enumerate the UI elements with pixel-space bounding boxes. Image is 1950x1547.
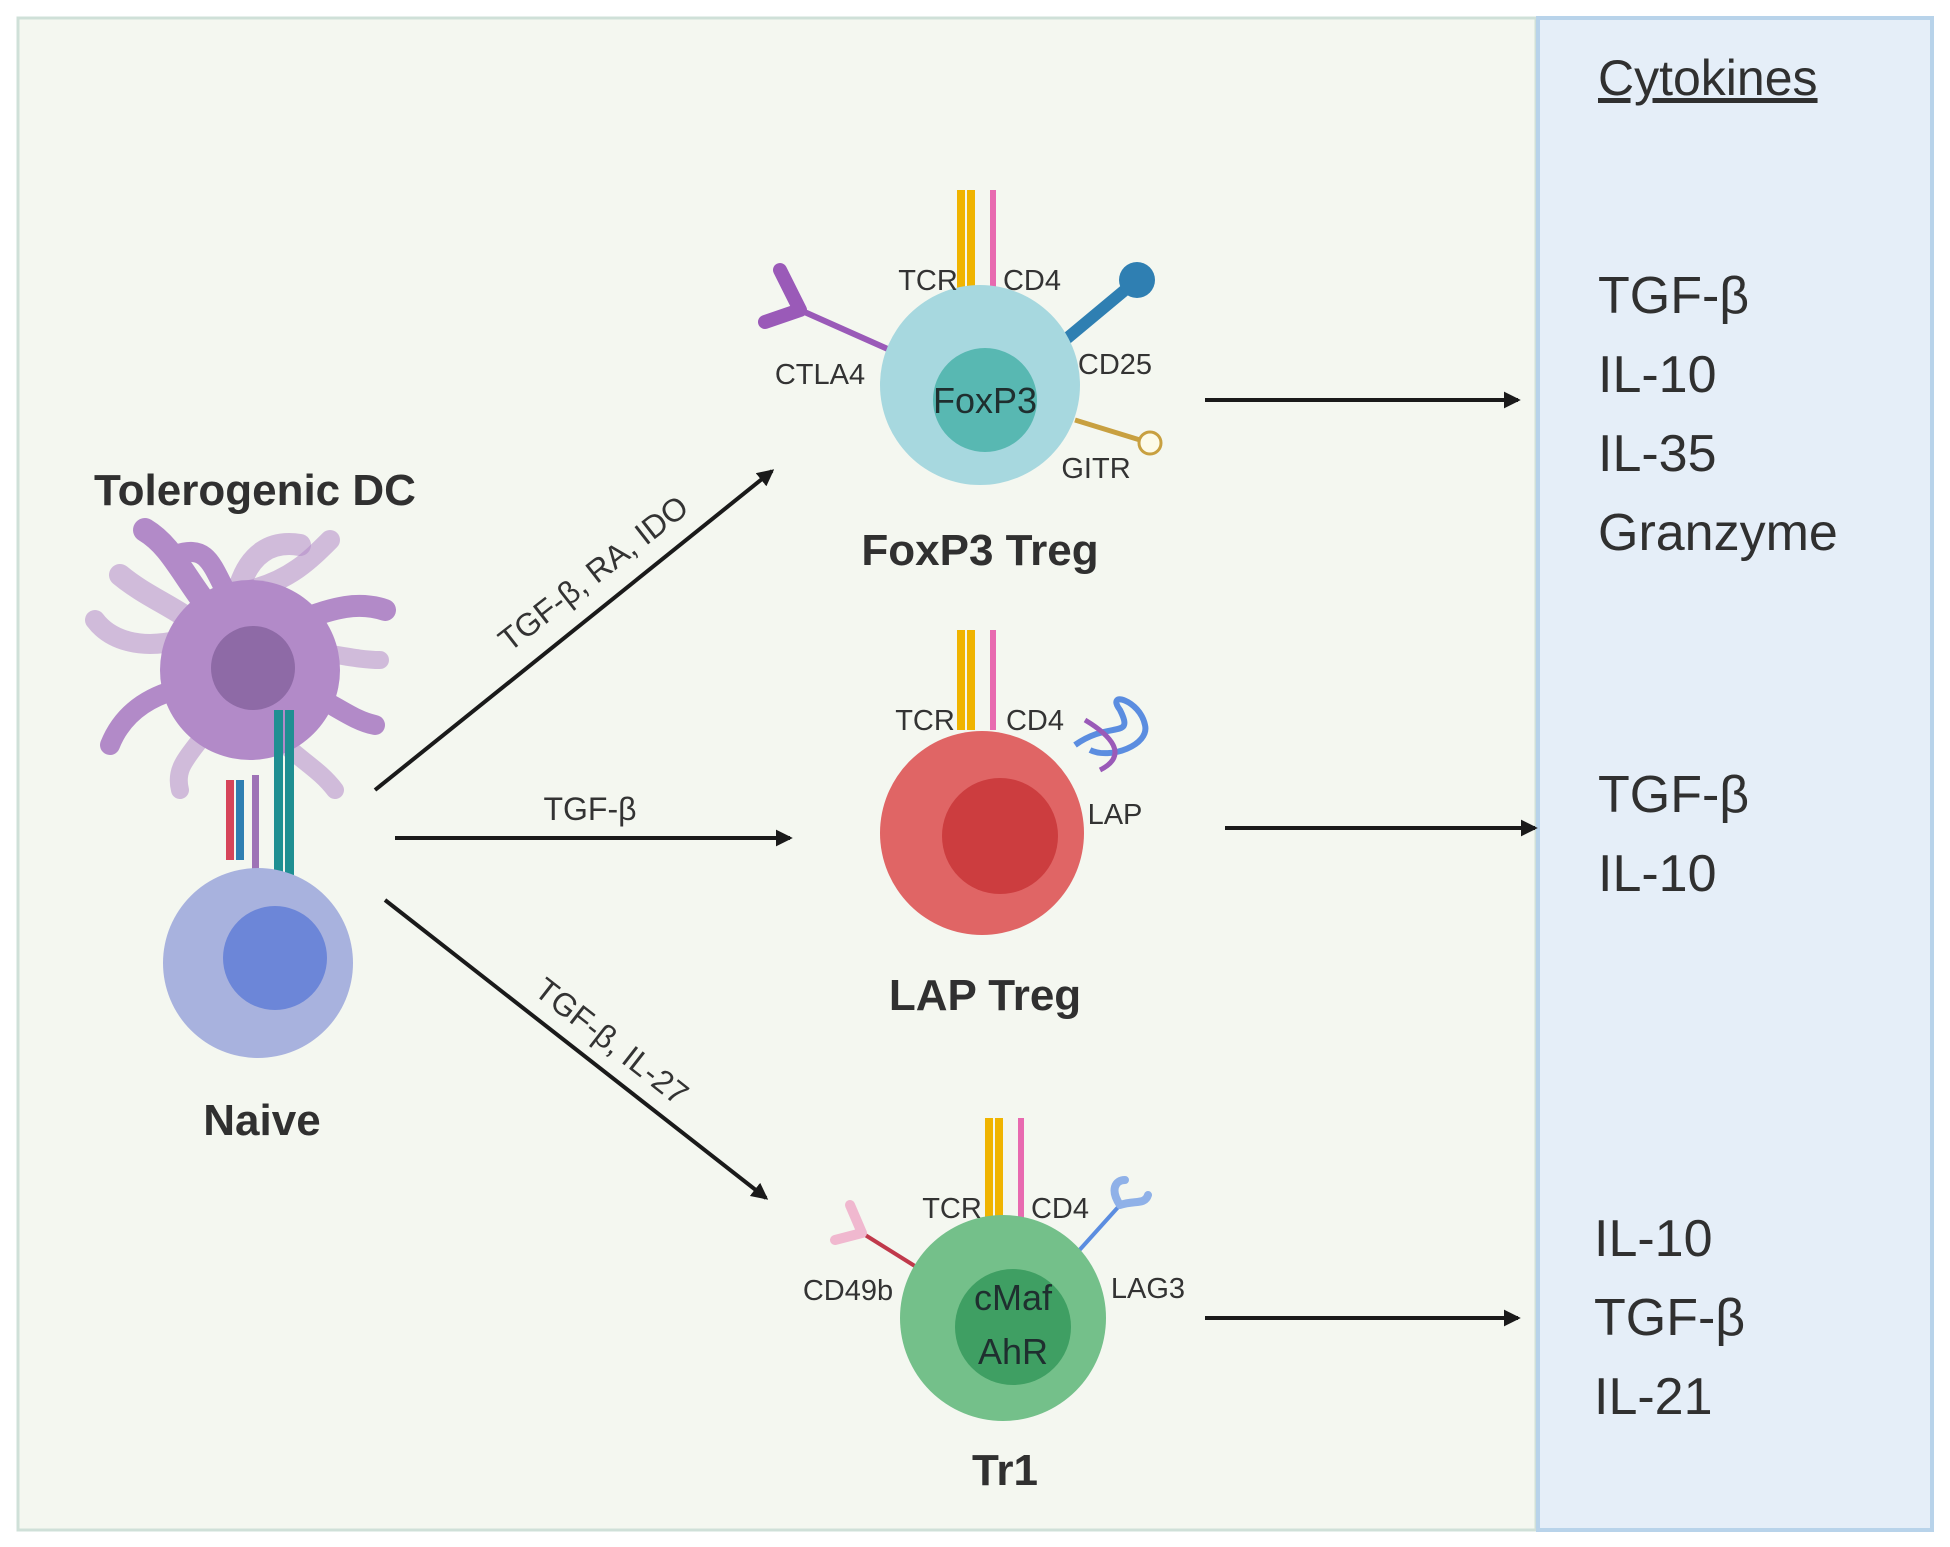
synapse-receptors <box>226 710 294 890</box>
foxp3-treg-marker-gitr: GITR <box>1061 453 1130 485</box>
cytokine-panel <box>1536 16 1934 1532</box>
cytokine-item: IL-35 <box>1598 425 1717 483</box>
foxp3-treg-nucleus-label: FoxP3 <box>933 380 1037 421</box>
foxp3-treg-marker-tcr: TCR <box>898 265 958 297</box>
cytokine-item: TGF-β <box>1598 267 1749 325</box>
inducers-lap-treg: TGF-β <box>543 791 636 827</box>
cytokine-item: TGF-β <box>1594 1289 1745 1347</box>
foxp3-treg-marker-ctla4: CTLA4 <box>775 359 865 391</box>
tr1-cell <box>900 1215 1106 1421</box>
cytokine-item: IL-21 <box>1594 1368 1713 1426</box>
tr1-marker-cd49b: CD49b <box>803 1275 893 1307</box>
cytokine-item: IL-10 <box>1598 845 1717 903</box>
tolerogenic-dc-label: Tolerogenic DC <box>94 466 416 515</box>
tr1-nucleus-label-ahr: AhR <box>978 1331 1048 1372</box>
arrow-to-tr1 <box>383 898 769 1200</box>
cytokine-item: IL-10 <box>1598 346 1717 404</box>
cytokines-lap-treg: TGF-β IL-10 <box>1598 766 1749 903</box>
arrow-to-foxp3-treg <box>373 469 775 792</box>
foxp3-treg-title: FoxP3 Treg <box>861 526 1098 575</box>
cytokine-item: IL-10 <box>1594 1210 1713 1268</box>
lap-treg-marker-tcr: TCR <box>895 705 955 737</box>
tr1-nucleus-label-cmaf: cMaf <box>974 1277 1053 1318</box>
tr1-marker-lag3: LAG3 <box>1111 1273 1185 1305</box>
foxp3-treg-marker-cd4: CD4 <box>1003 265 1061 297</box>
tr1-marker-cd4: CD4 <box>1031 1193 1089 1225</box>
naive-label: Naive <box>203 1096 320 1145</box>
cytokines-foxp3-treg: TGF-β IL-10 IL-35 Granzyme <box>1598 267 1838 562</box>
cytokines-tr1: IL-10 TGF-β IL-21 <box>1594 1210 1745 1426</box>
cytokine-panel-title: Cytokines <box>1598 50 1818 106</box>
tolerogenic-dc <box>85 518 396 799</box>
naive-t-cell <box>163 868 353 1058</box>
cytokine-item: TGF-β <box>1598 766 1749 824</box>
foxp3-treg-cell <box>880 285 1080 485</box>
tr1-marker-tcr: TCR <box>922 1193 982 1225</box>
lap-treg-receptors <box>957 630 1149 773</box>
lap-treg-marker-cd4: CD4 <box>1006 705 1064 737</box>
foxp3-treg-receptors <box>758 190 1163 456</box>
lap-treg-marker-lap: LAP <box>1088 799 1143 831</box>
lap-treg-title: LAP Treg <box>889 971 1081 1020</box>
tr1-title: Tr1 <box>972 1446 1038 1495</box>
diagram-background <box>16 16 1538 1532</box>
lap-treg-cell <box>880 731 1084 935</box>
foxp3-treg-marker-cd25: CD25 <box>1078 349 1152 381</box>
tr1-receptors <box>830 1118 1152 1270</box>
cytokine-item: Granzyme <box>1598 504 1838 562</box>
